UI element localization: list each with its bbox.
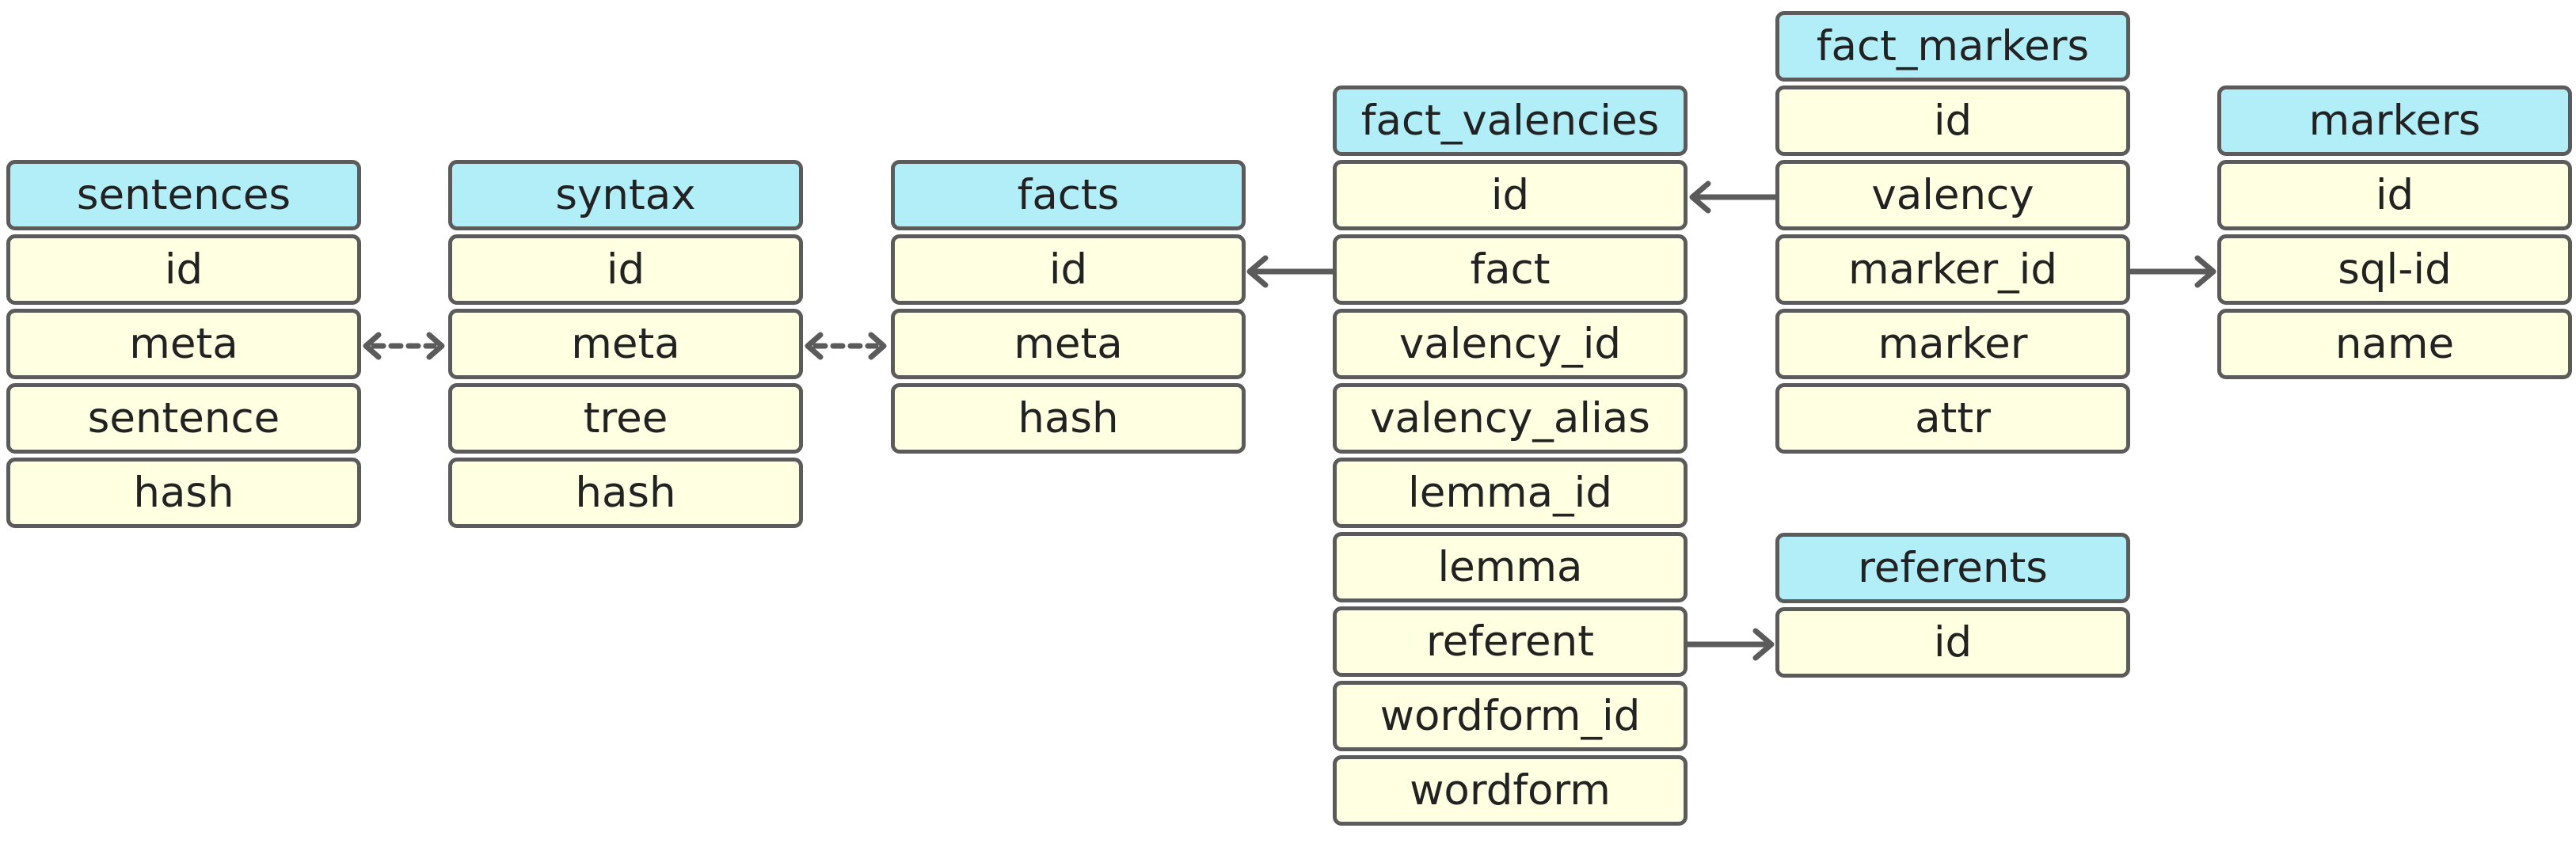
table-header: facts xyxy=(891,160,1246,230)
field-tree: tree xyxy=(448,383,803,454)
field-name: name xyxy=(2217,309,2572,379)
field-meta: meta xyxy=(448,309,803,379)
table-header: referents xyxy=(1775,533,2130,603)
field-sql-id: sql-id xyxy=(2217,234,2572,305)
table-header: sentences xyxy=(6,160,361,230)
relation-fact-markers-fact-valencies xyxy=(1689,180,1779,214)
field-meta: meta xyxy=(891,309,1246,379)
relation-fact-markers-markers xyxy=(2127,255,2216,288)
field-lemma: lemma xyxy=(1333,532,1688,602)
table-fact-markers: fact_markers id valency marker_id marker… xyxy=(1775,11,2130,458)
field-hash: hash xyxy=(6,458,361,528)
table-header: markers xyxy=(2217,85,2572,156)
field-id: id xyxy=(2217,160,2572,230)
field-wordform-id: wordform_id xyxy=(1333,681,1688,751)
relation-sentences-syntax xyxy=(363,332,445,360)
field-sentence: sentence xyxy=(6,383,361,454)
field-valency: valency xyxy=(1775,160,2130,230)
table-header: fact_markers xyxy=(1775,11,2130,82)
table-header: syntax xyxy=(448,160,803,230)
field-attr: attr xyxy=(1775,383,2130,454)
relation-fact-valencies-referents xyxy=(1684,628,1775,661)
field-referent: referent xyxy=(1333,606,1688,677)
table-referents: referents id xyxy=(1775,533,2130,682)
table-header: fact_valencies xyxy=(1333,85,1688,156)
field-marker: marker xyxy=(1775,309,2130,379)
field-hash: hash xyxy=(448,458,803,528)
relation-syntax-facts xyxy=(805,332,887,360)
table-markers: markers id sql-id name xyxy=(2217,85,2572,383)
table-sentences: sentences id meta sentence hash xyxy=(6,160,361,532)
table-syntax: syntax id meta tree hash xyxy=(448,160,803,532)
field-meta: meta xyxy=(6,309,361,379)
field-id: id xyxy=(6,234,361,305)
field-id: id xyxy=(1333,160,1688,230)
field-lemma-id: lemma_id xyxy=(1333,458,1688,528)
field-id: id xyxy=(448,234,803,305)
field-valency-id: valency_id xyxy=(1333,309,1688,379)
field-fact: fact xyxy=(1333,234,1688,305)
field-wordform: wordform xyxy=(1333,755,1688,826)
field-valency-alias: valency_alias xyxy=(1333,383,1688,454)
field-id: id xyxy=(891,234,1246,305)
table-fact-valencies: fact_valencies id fact valency_id valenc… xyxy=(1333,85,1688,830)
field-hash: hash xyxy=(891,383,1246,454)
field-marker-id: marker_id xyxy=(1775,234,2130,305)
table-facts: facts id meta hash xyxy=(891,160,1246,458)
relation-fact-valencies-facts xyxy=(1246,255,1336,288)
field-id: id xyxy=(1775,85,2130,156)
field-id: id xyxy=(1775,607,2130,678)
